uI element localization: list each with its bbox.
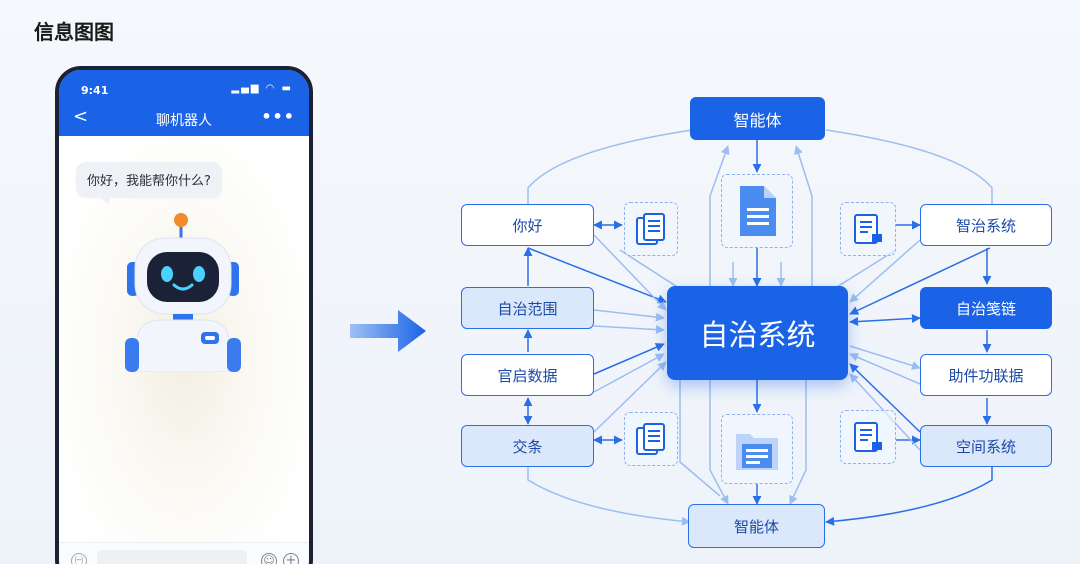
doc-box-left-bottom — [624, 412, 678, 466]
phone-header: 9:41 ▂▄▆ ◠ ▬ < 聊机器人 ••• — [59, 70, 309, 136]
left-node-2[interactable]: 自治范围 — [461, 287, 594, 329]
chat-title: 聊机器人 — [156, 113, 212, 129]
doc-box-right-bottom — [840, 410, 896, 464]
center-label: 自治系统 — [699, 318, 816, 352]
phone-mockup: 9:41 ▂▄▆ ◠ ▬ < 聊机器人 ••• 你好，我能帮你什么? — [55, 66, 313, 564]
status-icons: ▂▄▆ ◠ ▬ — [231, 83, 293, 94]
folder-document-icon — [736, 434, 778, 470]
document-stack-icon — [636, 213, 665, 245]
voice-button[interactable]: ㈠ — [71, 553, 87, 564]
top-agent-label: 智能体 — [733, 110, 782, 130]
center-node[interactable]: 自治系统 — [667, 286, 848, 380]
right-node-4[interactable]: 空间系统 — [920, 425, 1052, 467]
left-node-4-label: 交条 — [512, 437, 543, 456]
more-icon[interactable]: ••• — [261, 107, 295, 126]
document-icon — [740, 186, 776, 236]
document-edit-icon — [854, 214, 882, 244]
document-edit-icon — [854, 422, 882, 452]
left-node-1[interactable]: 你好 — [461, 204, 594, 246]
page-title: 信息图图 — [34, 20, 114, 44]
right-node-2-label: 自治笺链 — [955, 299, 1016, 318]
right-node-4-label: 空间系统 — [955, 437, 1016, 456]
status-time: 9:41 — [81, 84, 109, 97]
left-node-3[interactable]: 官启数据 — [461, 354, 594, 396]
left-node-3-label: 官启数据 — [497, 366, 558, 385]
right-node-2[interactable]: 自治笺链 — [920, 287, 1052, 329]
chat-bubble: 你好，我能帮你什么? — [76, 162, 222, 205]
back-chevron-icon[interactable]: < — [73, 106, 89, 127]
left-node-1-label: 你好 — [512, 216, 543, 235]
right-node-1-label: 智治系统 — [955, 216, 1016, 235]
message-input[interactable] — [97, 550, 247, 564]
bottom-agent-node[interactable]: 智能体 — [688, 504, 825, 548]
chat-area: 你好，我能帮你什么? — [59, 136, 309, 542]
right-node-1[interactable]: 智治系统 — [920, 204, 1052, 246]
transition-arrow-icon — [350, 310, 426, 352]
document-stack-icon — [636, 423, 665, 455]
emoji-button[interactable]: ☺ — [261, 553, 277, 564]
left-node-4[interactable]: 交条 — [461, 425, 594, 467]
doc-box-left-top — [624, 202, 678, 256]
add-button[interactable]: + — [283, 553, 299, 564]
right-node-3-label: 助件功联据 — [948, 366, 1024, 385]
top-agent-node[interactable]: 智能体 — [690, 97, 825, 140]
chat-bubble-text: 你好，我能帮你什么? — [87, 174, 211, 189]
right-node-3[interactable]: 助件功联据 — [920, 354, 1052, 396]
input-bar: ㈠ ☺ + — [59, 542, 309, 564]
doc-box-top-center — [721, 174, 793, 248]
left-node-2-label: 自治范围 — [497, 299, 558, 318]
bottom-agent-label: 智能体 — [733, 517, 779, 536]
doc-box-bottom-center — [721, 414, 793, 484]
robot-icon — [125, 213, 241, 372]
doc-box-right-top — [840, 202, 896, 256]
